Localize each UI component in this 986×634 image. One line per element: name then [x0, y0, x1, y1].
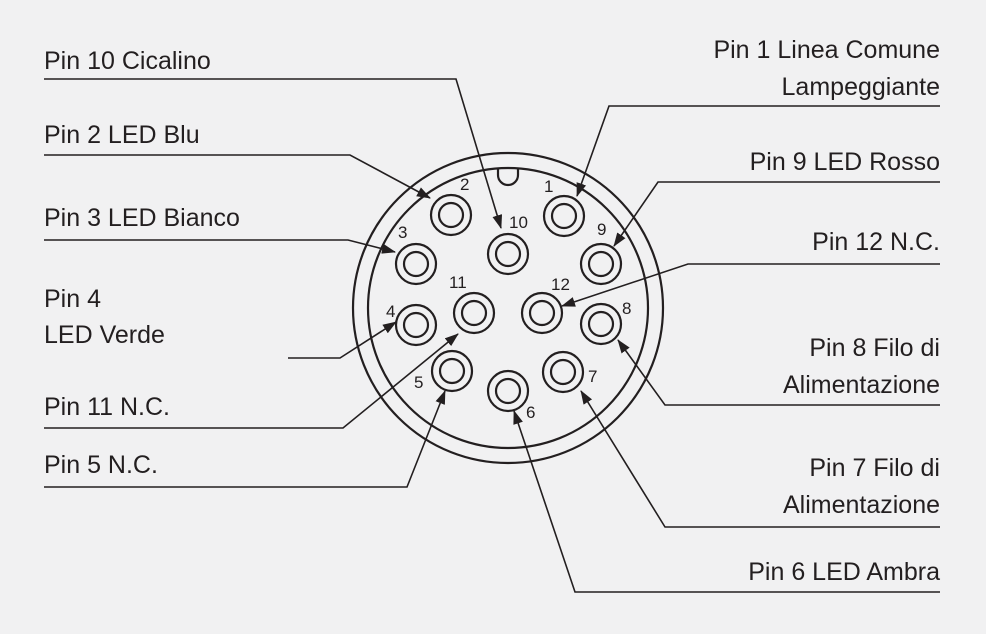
label-pin12: Pin 12 N.C.: [812, 228, 940, 256]
pin-socket-7: [541, 350, 585, 394]
pin-socket-5: [430, 349, 474, 393]
leader-pin10: [44, 78, 503, 229]
pin-number-5: 5: [414, 373, 423, 392]
pin-number-9: 9: [597, 220, 606, 239]
pin-socket-3: [394, 242, 438, 286]
leader-pin7: [580, 390, 940, 528]
leader-lines: [44, 78, 940, 593]
leader-pin12: [561, 263, 940, 307]
leader-pin6: [513, 410, 940, 593]
pin-number-6: 6: [526, 403, 535, 422]
pin-socket-4: [394, 303, 438, 347]
leader-pin8: [617, 339, 940, 406]
pin-socket-6: [486, 369, 530, 413]
pin-socket-2: [429, 193, 473, 237]
pin-socket-9: [579, 242, 623, 286]
label-pin6: Pin 6 LED Ambra: [748, 558, 940, 586]
pin-number-12: 12: [551, 275, 570, 294]
pin-numbers: 1 2 3 4 5 6 7 8 9 10 11 12: [386, 175, 631, 422]
pin-socket-1: [542, 194, 586, 238]
pin-number-8: 8: [622, 299, 631, 318]
leader-pin2: [44, 154, 431, 199]
label-pin1-line1: Pin 1 Linea Comune: [713, 36, 940, 64]
leader-pin11: [44, 333, 459, 429]
pin-sockets: [394, 193, 623, 413]
label-pin5: Pin 5 N.C.: [44, 451, 158, 479]
pin-number-1: 1: [544, 177, 553, 196]
pin-number-11: 11: [449, 273, 467, 292]
left-labels: Pin 10 Cicalino Pin 2 LED Blu Pin 3 LED …: [44, 47, 240, 479]
label-pin2: Pin 2 LED Blu: [44, 121, 200, 149]
label-pin3: Pin 3 LED Bianco: [44, 204, 240, 232]
label-pin10: Pin 10 Cicalino: [44, 47, 211, 75]
label-pin1-line2: Lampeggiante: [782, 73, 940, 101]
pin-number-10: 10: [509, 213, 528, 232]
pin-number-7: 7: [588, 367, 597, 386]
leader-pin4: [288, 321, 397, 359]
right-labels: Pin 1 Linea Comune Lampeggiante Pin 9 LE…: [713, 36, 940, 586]
label-pin4-line1: Pin 4: [44, 285, 101, 313]
leader-pin9: [613, 181, 940, 247]
label-pin4-line2: LED Verde: [44, 321, 165, 349]
pin-socket-10: [486, 232, 530, 276]
pin-number-4: 4: [386, 302, 395, 321]
pin-socket-12: [520, 291, 564, 335]
connector-body: [351, 151, 665, 465]
label-pin8-line1: Pin 8 Filo di: [809, 334, 940, 362]
label-pin7-line1: Pin 7 Filo di: [809, 454, 940, 482]
connector-outer-ring: [351, 151, 665, 465]
label-pin11: Pin 11 N.C.: [44, 393, 170, 421]
label-pin7-line2: Alimentazione: [783, 491, 940, 519]
pin-number-2: 2: [460, 175, 469, 194]
connector-key-notch: [496, 168, 520, 187]
leader-pin3: [44, 239, 396, 254]
leader-pin5: [44, 390, 446, 488]
label-pin9: Pin 9 LED Rosso: [750, 148, 940, 176]
label-pin8-line2: Alimentazione: [783, 371, 940, 399]
pin-socket-11: [452, 291, 496, 335]
leader-pin1: [576, 105, 940, 197]
pin-socket-8: [579, 302, 623, 346]
connector-inner-ring: [366, 166, 650, 450]
pin-number-3: 3: [398, 223, 407, 242]
